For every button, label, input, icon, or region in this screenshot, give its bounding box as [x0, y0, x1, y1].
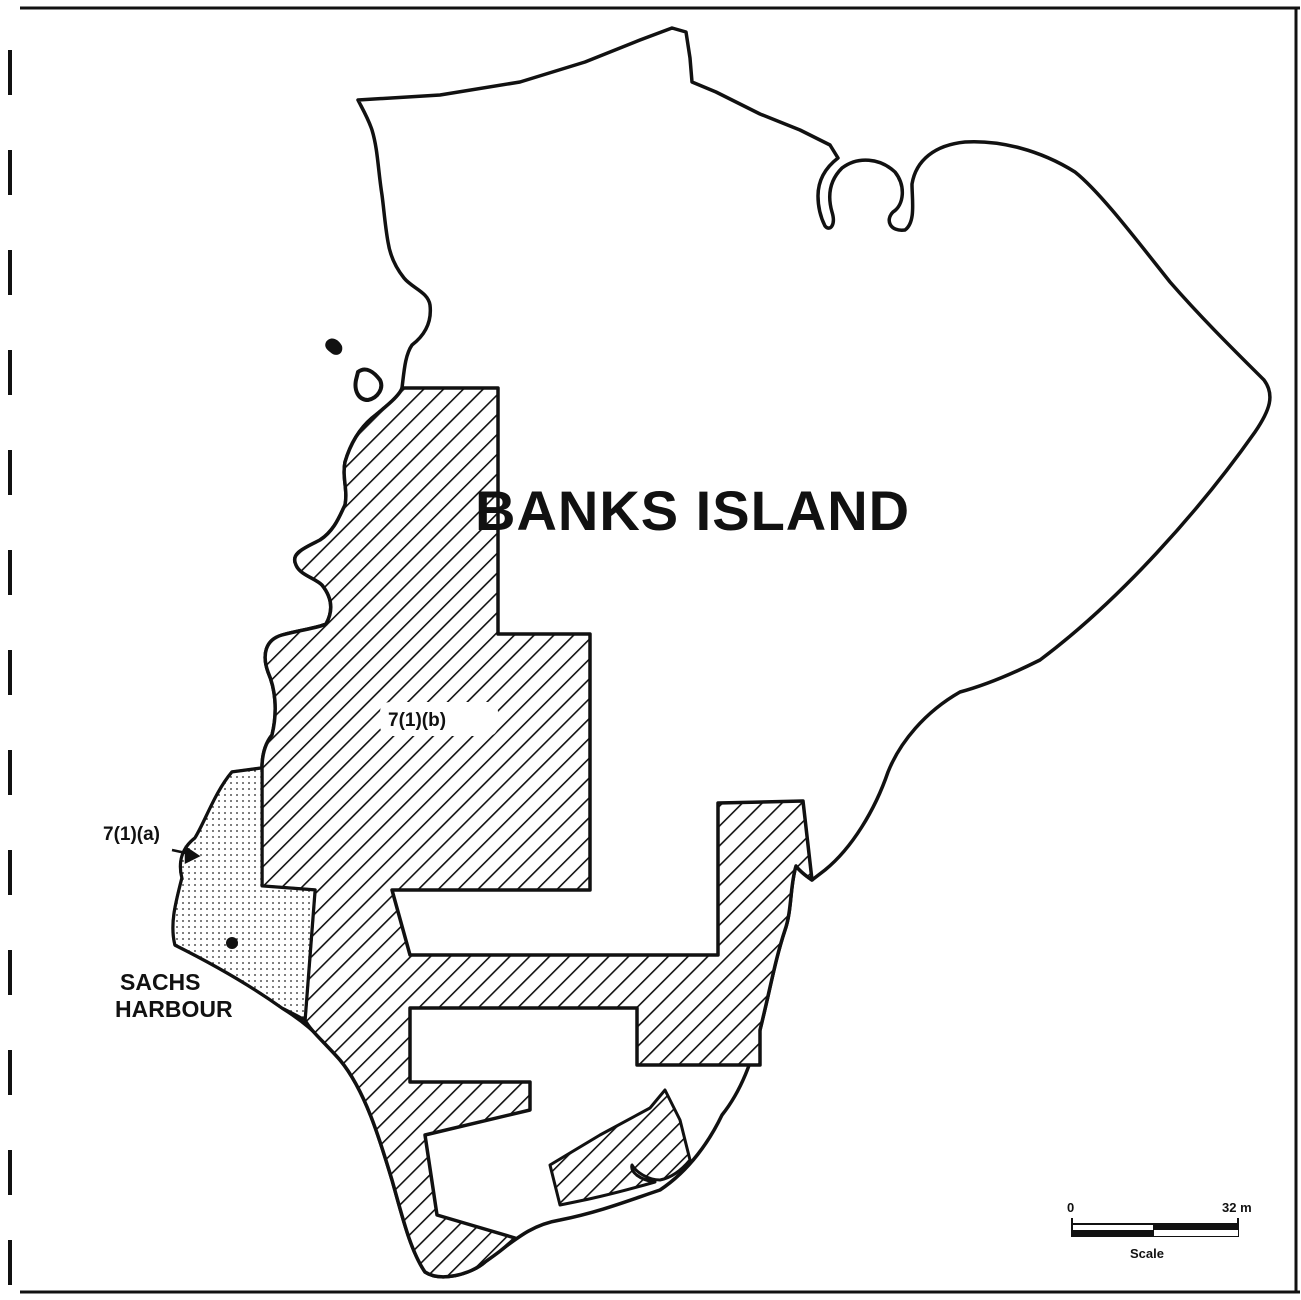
zone-7-1-a-area [171, 766, 317, 1022]
scale-caption: Scale [1130, 1246, 1164, 1261]
islet-north [325, 338, 343, 355]
sachs-harbour-marker [226, 937, 238, 949]
islet-south [353, 367, 384, 403]
map-title: BANKS ISLAND [475, 479, 910, 542]
scale-bar-segment-right-gap [1154, 1230, 1238, 1236]
zone-a-label: 7(1)(a) [103, 824, 160, 845]
scale-bar: 0 32 m Scale [1067, 1200, 1252, 1261]
islets [325, 338, 384, 403]
zone-a-pointer-arrow [171, 845, 201, 865]
sachs-harbour-label-line1: SACHS [120, 969, 201, 995]
scale-end-label: 32 m [1222, 1200, 1252, 1215]
zone-7-1-b-patch [548, 1088, 692, 1207]
page-frame [8, 6, 1300, 1294]
sachs-harbour-label-line2: HARBOUR [115, 996, 233, 1022]
zone-b-label-halo [380, 702, 498, 736]
scale-bar-segment-left-fill [1072, 1230, 1154, 1236]
scale-start-label: 0 [1067, 1200, 1074, 1215]
zone-b-label: 7(1)(b) [388, 710, 446, 731]
